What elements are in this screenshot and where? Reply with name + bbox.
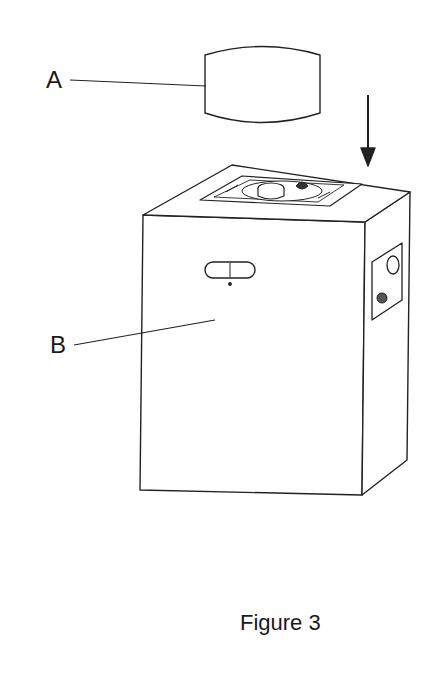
leader-line (74, 320, 215, 345)
burner-body (258, 188, 284, 199)
burner-ring (242, 181, 322, 201)
bracket (318, 192, 330, 198)
arrow-shaft (367, 95, 369, 150)
igniter-button (377, 293, 387, 303)
leader-line (70, 80, 206, 86)
callout-letter: A (46, 68, 62, 92)
box-top (143, 165, 410, 222)
valve-fitting (296, 182, 308, 189)
handle-divider (230, 263, 231, 277)
cylinder-part (205, 47, 320, 123)
control-panel (372, 243, 402, 320)
handle-slot (205, 262, 255, 278)
arrow-head (361, 148, 375, 166)
opening-rim (214, 180, 344, 202)
box-side (362, 192, 410, 495)
callout-letter: B (50, 333, 66, 357)
figure-caption: Figure 3 (240, 612, 321, 634)
control-knob (387, 256, 399, 274)
bracket (226, 185, 238, 192)
screw-dot (229, 283, 231, 285)
top-opening (200, 176, 362, 206)
box-front (140, 215, 365, 495)
